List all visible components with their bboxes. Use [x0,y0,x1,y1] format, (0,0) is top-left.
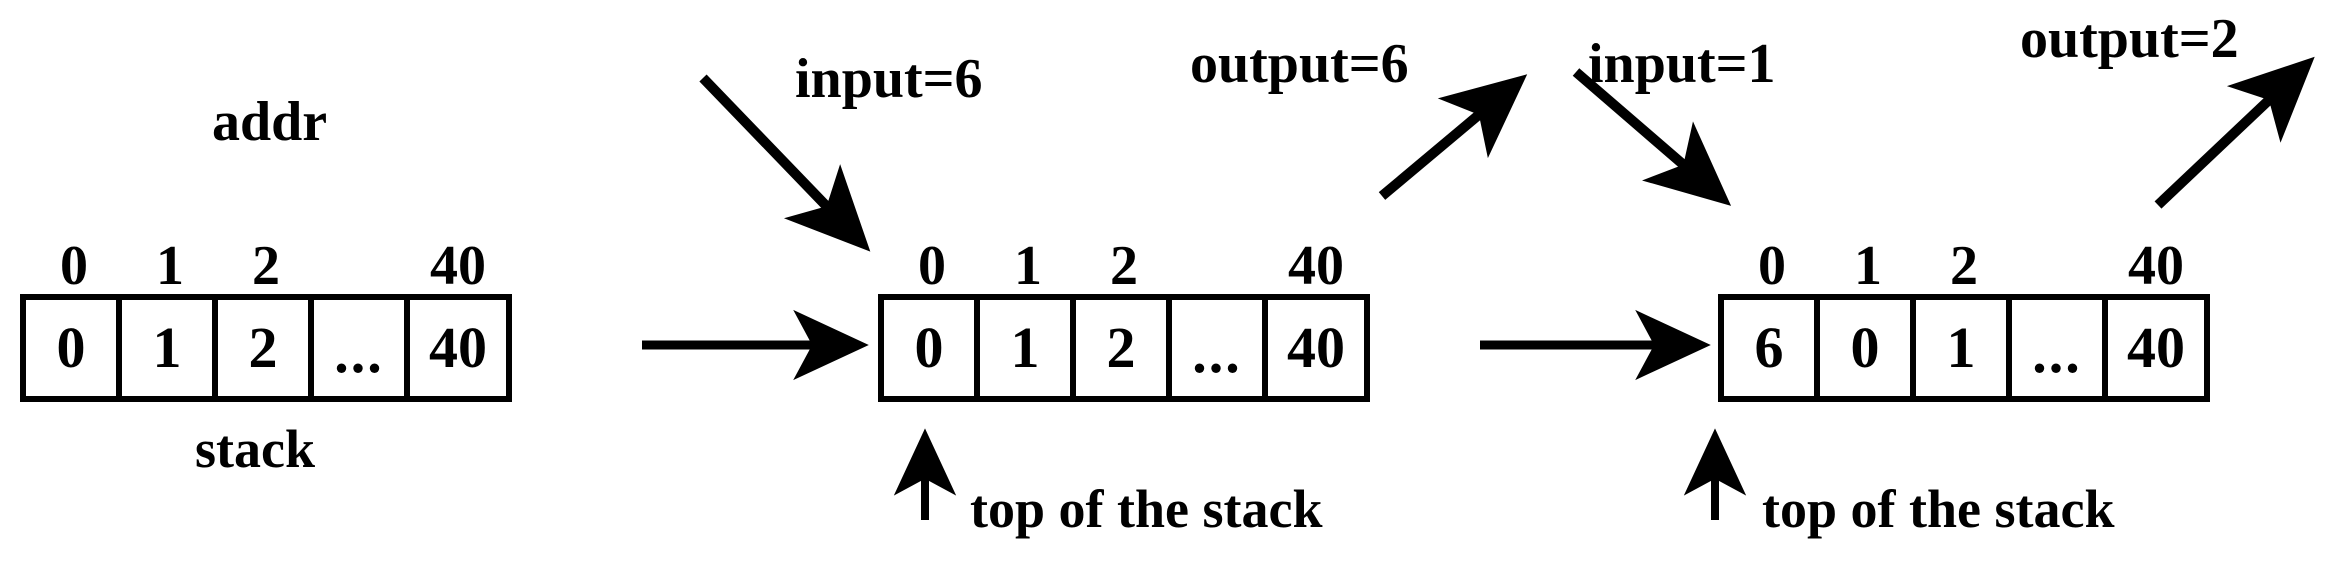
stack-label: stack [195,419,315,479]
array-initial-cell-2: 2 [218,300,314,396]
array-initial-cell-0: 0 [26,300,122,396]
array-after-push-cell-ellipsis: ... [1172,300,1268,396]
array-initial-index-0: 0 [60,235,88,297]
addr-label: addr [212,91,328,153]
array-after-pop-index-0: 0 [1758,235,1786,297]
array-after-push-index-1: 1 [1014,235,1042,297]
array-after-pop-cell-2: 1 [1916,300,2012,396]
array-after-push-cell-0: 0 [884,300,980,396]
array-initial-index-40: 40 [430,235,486,297]
array-after-push: 0 1 2 40 0 1 2 ... 40 [878,232,1370,402]
array-after-push-index-40: 40 [1288,235,1344,297]
array-after-push-cell-40: 40 [1268,300,1364,396]
array-initial-cells: 0 1 2 ... 40 [20,294,512,402]
array-after-push-cells: 0 1 2 ... 40 [878,294,1370,402]
input-6-label: input=6 [795,48,983,110]
array-initial-index-2: 2 [252,235,280,297]
array-initial-cell-1: 1 [122,300,218,396]
array-after-pop-cell-ellipsis: ... [2012,300,2108,396]
array-initial-index-row: 0 1 2 40 [20,232,512,294]
array-initial: 0 1 2 40 0 1 2 ... 40 [20,232,512,402]
output-6-arrow [1378,74,1528,200]
array-after-pop-index-1: 1 [1854,235,1882,297]
output-6-label: output=6 [1190,33,1409,95]
array-after-push-index-2: 2 [1110,235,1138,297]
top-of-stack-label-3: top of the stack [1762,479,2115,539]
array-after-push-index-row: 0 1 2 40 [878,232,1370,294]
array-after-pop: 0 1 2 40 6 0 1 ... 40 [1718,232,2210,402]
array-after-pop-cell-1: 0 [1820,300,1916,396]
output-2-arrow [2154,56,2315,209]
array-after-pop-index-row: 0 1 2 40 [1718,232,2210,294]
array-after-push-cell-2: 2 [1076,300,1172,396]
array-initial-cell-40: 40 [410,300,506,396]
top-of-stack-label-2: top of the stack [970,479,1323,539]
array-after-push-index-0: 0 [918,235,946,297]
array-initial-index-1: 1 [156,235,184,297]
array-after-pop-cell-0: 6 [1724,300,1820,396]
array-initial-cell-ellipsis: ... [314,300,410,396]
array-after-push-cell-1: 1 [980,300,1076,396]
array-after-pop-index-2: 2 [1950,235,1978,297]
array-after-pop-index-40: 40 [2128,235,2184,297]
output-2-label: output=2 [2020,8,2239,70]
array-after-pop-cells: 6 0 1 ... 40 [1718,294,2210,402]
input-1-label: input=1 [1588,33,1776,95]
array-after-pop-cell-40: 40 [2108,300,2204,396]
